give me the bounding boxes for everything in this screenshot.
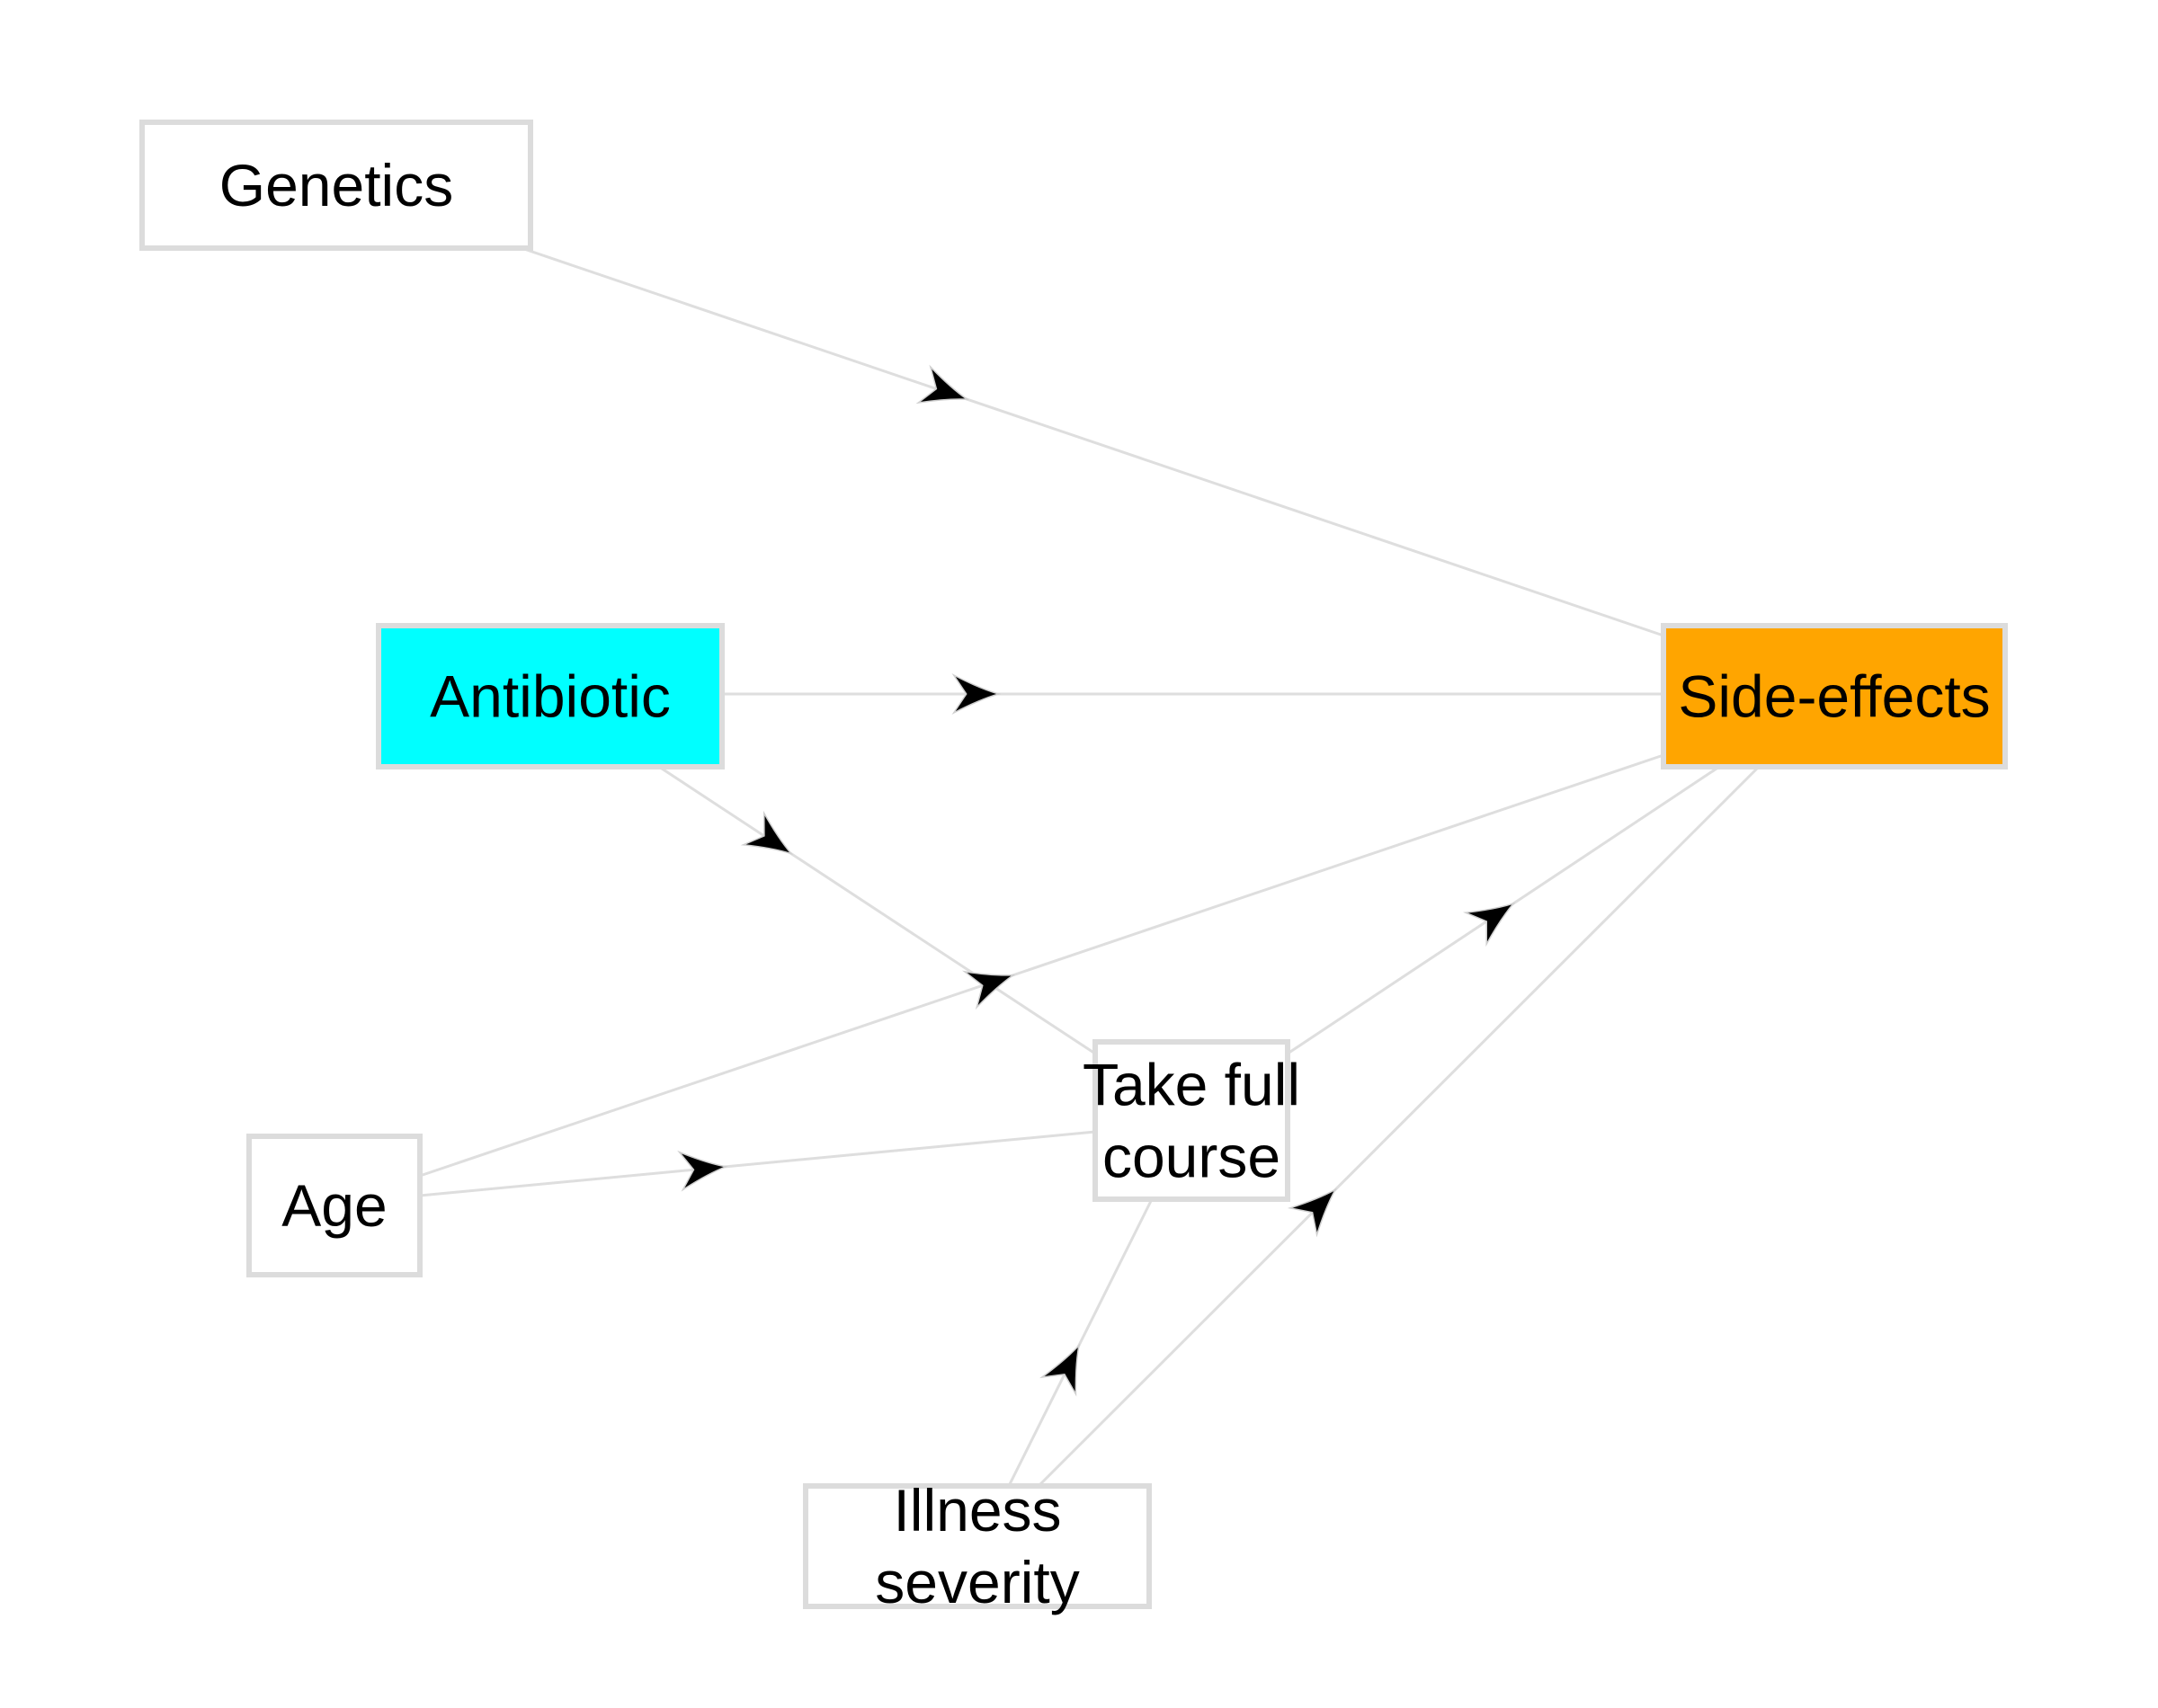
arrowhead-icon bbox=[915, 364, 970, 405]
edge-illness-severity-to-side-effects bbox=[1037, 765, 1761, 1488]
arrowhead-icon bbox=[951, 672, 1002, 716]
node-box bbox=[246, 1134, 423, 1277]
node-genetics: Genetics bbox=[139, 120, 533, 251]
node-label: course bbox=[1102, 1124, 1280, 1190]
edges-layer bbox=[419, 247, 1761, 1488]
arrowhead-icon bbox=[962, 970, 1016, 1009]
node-age: Age bbox=[246, 1134, 423, 1277]
node-side-effects: Side-effects bbox=[1661, 623, 2008, 769]
node-label: Take full bbox=[1083, 1052, 1300, 1118]
node-box bbox=[803, 1483, 1152, 1609]
edge-antibiotic-to-side-effects bbox=[722, 672, 1663, 716]
edge-line bbox=[419, 753, 1664, 1178]
node-label: Age bbox=[281, 1172, 387, 1239]
arrowhead-icon bbox=[1462, 902, 1516, 945]
node-box bbox=[1661, 623, 2008, 769]
arrowhead-icon bbox=[740, 810, 794, 856]
node-label: Genetics bbox=[219, 152, 453, 218]
node-box bbox=[139, 120, 533, 251]
edge-age-to-take-full-course bbox=[419, 1130, 1096, 1197]
edge-line bbox=[419, 1130, 1096, 1197]
edge-line bbox=[658, 765, 1096, 1055]
edge-take-full-course-to-side-effects bbox=[1287, 765, 1720, 1055]
edge-antibiotic-to-take-full-course bbox=[658, 765, 1096, 1055]
node-label: Side-effects bbox=[1678, 663, 1990, 730]
edge-line bbox=[523, 247, 1664, 637]
node-label: Illness bbox=[893, 1477, 1061, 1543]
arrowhead-icon bbox=[677, 1150, 729, 1192]
edge-age-to-side-effects bbox=[419, 753, 1664, 1178]
edge-genetics-to-side-effects bbox=[523, 247, 1664, 637]
arrowhead-icon bbox=[1039, 1343, 1081, 1397]
edge-line bbox=[1037, 765, 1761, 1488]
edge-line bbox=[1007, 1198, 1154, 1487]
arrowhead-icon bbox=[1289, 1188, 1338, 1235]
node-box bbox=[376, 623, 725, 769]
node-antibiotic: Antibiotic bbox=[376, 623, 725, 769]
node-label: severity bbox=[875, 1549, 1079, 1615]
node-label: Antibiotic bbox=[430, 663, 671, 730]
edge-illness-severity-to-take-full-course bbox=[1007, 1198, 1154, 1487]
node-box bbox=[1092, 1039, 1290, 1202]
